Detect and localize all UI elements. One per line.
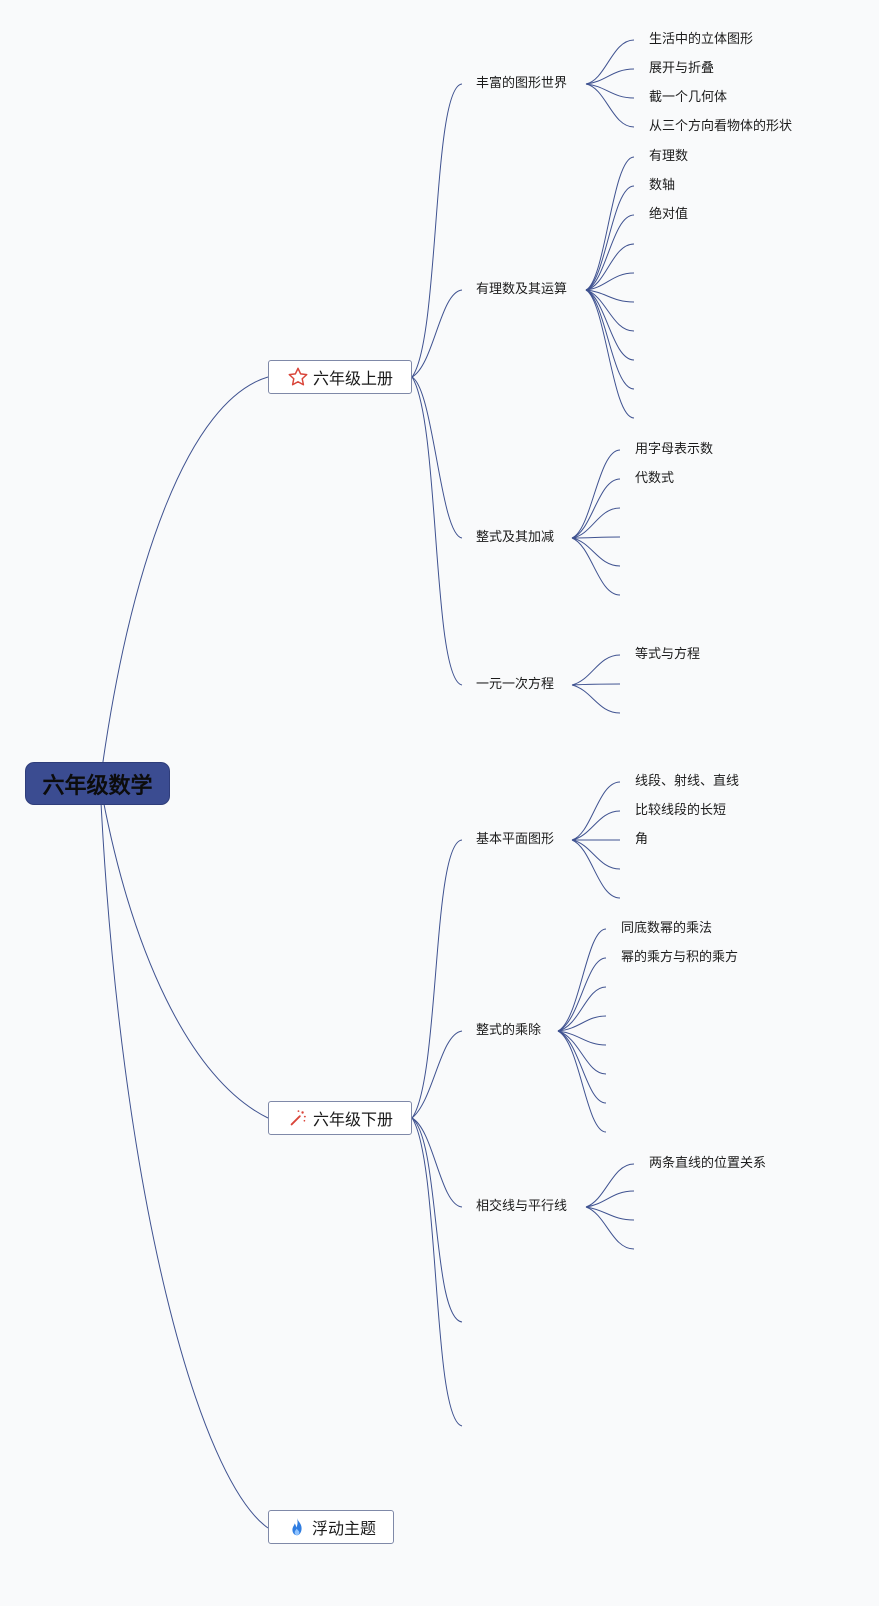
leaf-topic[interactable]: 绝对值 — [649, 207, 689, 222]
main-topic-label: 六年级下册 — [312, 1110, 393, 1129]
subtopic-node[interactable]: 有理数及其运算 — [476, 282, 568, 297]
main-topic-label: 六年级上册 — [312, 369, 393, 388]
root-topic-label: 六年级数学 — [42, 773, 153, 799]
connector-lower-to-sub3 — [411, 1117, 463, 1208]
leaf-topic[interactable]: 幂的乘方与积的乘方 — [621, 950, 739, 965]
connector-upper-to-sub2 — [411, 289, 463, 378]
leaf-topic[interactable]: 有理数 — [649, 149, 689, 164]
leaf-topic[interactable]: 截一个几何体 — [649, 90, 728, 105]
subtopic-node[interactable]: 一元一次方程 — [476, 677, 555, 692]
main-topic-lower-volume[interactable]: 六年级下册 — [268, 1101, 412, 1135]
subtopic-node[interactable]: 相交线与平行线 — [476, 1199, 568, 1214]
connector-root-to-floating — [99, 782, 269, 1529]
connector-upper-to-sub1 — [411, 83, 463, 378]
leaf-topic[interactable]: 从三个方向看物体的形状 — [649, 119, 793, 134]
floating-topic[interactable]: 浮动主题 — [268, 1510, 394, 1544]
subtopic-node[interactable]: 整式的乘除 — [476, 1023, 542, 1038]
subtopic-node[interactable]: 丰富的图形世界 — [476, 76, 568, 91]
main-topic-label: 浮动主题 — [311, 1519, 376, 1538]
leaf-topic[interactable]: 线段、射线、直线 — [635, 774, 740, 789]
connector-lower-to-empty2 — [411, 1117, 463, 1427]
leaf-topic[interactable]: 生活中的立体图形 — [649, 32, 754, 47]
connector-lower-to-sub2 — [411, 1030, 463, 1119]
magic-wand-icon — [287, 1107, 309, 1129]
leaf-topic[interactable]: 两条直线的位置关系 — [649, 1156, 767, 1171]
connector-upper-to-sub3 — [411, 376, 463, 539]
main-topic-upper-volume[interactable]: 六年级上册 — [268, 360, 412, 394]
leaf-topic[interactable]: 等式与方程 — [635, 647, 701, 662]
connector-lower-to-sub1 — [411, 839, 463, 1119]
leaf-topic[interactable]: 比较线段的长短 — [635, 803, 727, 818]
leaf-topic[interactable]: 数轴 — [649, 178, 676, 193]
star-outline-icon — [287, 366, 309, 388]
leaf-topic[interactable]: 用字母表示数 — [635, 442, 714, 457]
root-topic[interactable]: 六年级数学 — [25, 762, 170, 805]
leaf-topic[interactable]: 展开与折叠 — [649, 61, 715, 76]
connector-root-to-lower — [99, 782, 269, 1119]
connector-lower-to-empty1 — [411, 1117, 463, 1323]
connector-root-to-upper — [99, 376, 269, 784]
flame-icon — [286, 1516, 308, 1538]
subtopic-node[interactable]: 基本平面图形 — [476, 832, 555, 847]
subtopic-node[interactable]: 整式及其加减 — [476, 530, 555, 545]
connector-upper-to-sub4 — [411, 376, 463, 686]
leaf-topic[interactable]: 代数式 — [635, 471, 675, 486]
leaf-topic[interactable]: 角 — [635, 832, 649, 847]
leaf-topic[interactable]: 同底数幂的乘法 — [621, 921, 713, 936]
